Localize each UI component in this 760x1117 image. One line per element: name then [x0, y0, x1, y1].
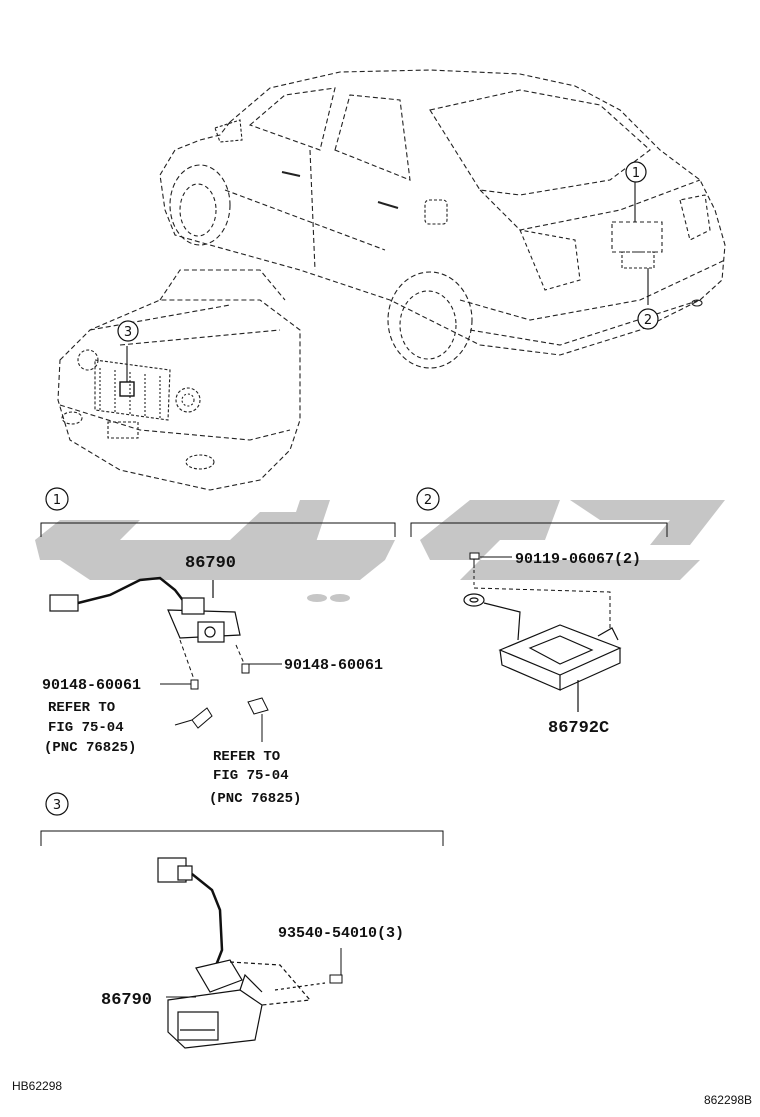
section-1-screw-left-label: 90148-60061: [42, 677, 141, 694]
section-2-callout[interactable]: 2: [416, 487, 440, 511]
callout-car-3[interactable]: 3: [117, 320, 139, 342]
section-1-screw-left[interactable]: [179, 639, 199, 690]
section-1-part-86790: 86790: [185, 554, 236, 573]
section-1-cover-left[interactable]: [174, 707, 213, 729]
section-1-ref-right-line-1: REFER TO: [213, 749, 280, 765]
callout-car-1[interactable]: 1: [625, 161, 647, 183]
section-3-part-86790: 86790: [101, 991, 152, 1010]
callout-car-2[interactable]: 2: [637, 308, 659, 330]
section-2: 2 90119-06067(2) 86792C: [410, 487, 668, 738]
svg-text:2: 2: [644, 313, 652, 328]
section-3-bracket: [40, 830, 444, 846]
svg-text:1: 1: [632, 166, 640, 181]
footer-code-left: HB62298: [12, 1079, 62, 1093]
car-front-illustration: [57, 269, 301, 491]
section-1-ref-left-line-1: REFER TO: [48, 700, 115, 716]
section-1: 1 86790 90148-60061 90148-60061: [40, 487, 396, 807]
section-1-ref-left-line-3: (PNC 76825): [44, 740, 136, 756]
section-1-callout[interactable]: 1: [45, 487, 69, 511]
section-2-part-86792c: 86792C: [548, 719, 609, 738]
section-1-cover-right[interactable]: [247, 697, 269, 742]
section-3: 3 93540-54010(3) 86790: [40, 792, 444, 1049]
section-3-screw-label: 93540-54010(3): [278, 925, 404, 942]
section-2-bolt[interactable]: [469, 552, 611, 630]
section-1-camera-part[interactable]: [49, 576, 241, 643]
section-2-bolt-label: 90119-06067(2): [515, 551, 641, 568]
section-1-ref-left-line-2: FIG 75-04: [48, 720, 124, 736]
svg-text:1: 1: [53, 493, 61, 508]
section-1-screw-right-label: 90148-60061: [284, 657, 383, 674]
svg-text:3: 3: [124, 325, 132, 340]
section-1-screw-right[interactable]: [235, 644, 282, 674]
section-2-module-part[interactable]: [463, 593, 622, 712]
section-3-callout[interactable]: 3: [45, 792, 69, 816]
section-1-bracket: [40, 522, 396, 537]
svg-text:3: 3: [53, 798, 61, 813]
section-3-screw[interactable]: [329, 948, 343, 984]
watermark-logo: [35, 500, 725, 602]
footer-code-right: 862298B: [704, 1093, 752, 1107]
svg-text:2: 2: [424, 493, 432, 508]
section-3-camera-part[interactable]: [157, 857, 326, 1049]
section-1-ref-right-line-2: FIG 75-04: [213, 768, 289, 784]
section-1-ref-right-line-3: (PNC 76825): [209, 791, 301, 807]
section-2-bracket: [410, 522, 668, 537]
